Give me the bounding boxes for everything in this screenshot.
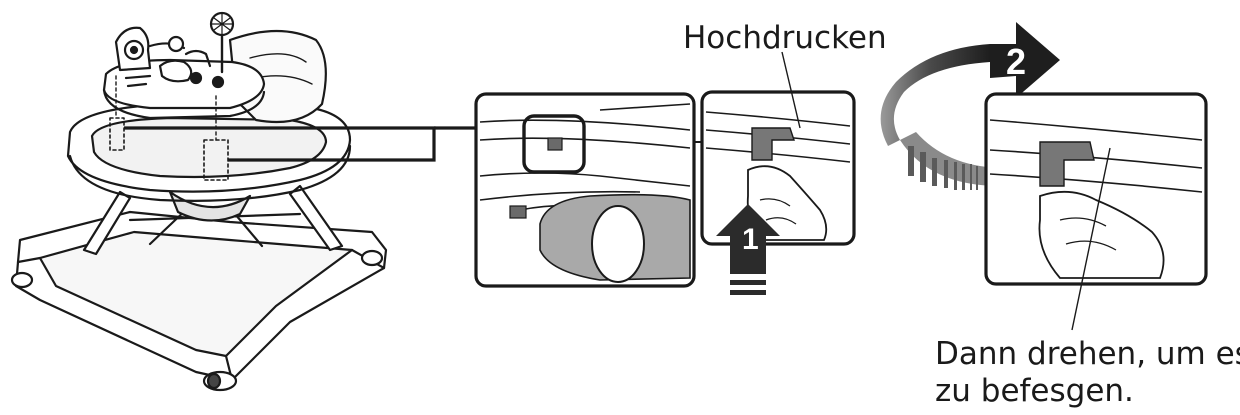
detail-highlight-box: [522, 114, 586, 174]
clip-part-rotated: [1039, 141, 1095, 187]
arrow-step-1: [716, 204, 780, 295]
walker-legs: [82, 184, 344, 256]
step-number-1: 1: [742, 223, 759, 256]
detail-panel-rotate: [984, 92, 1208, 331]
step-number-2: 2: [1006, 41, 1027, 82]
label-turn-to-fasten: Dann drehen, um es zu befesgen.: [935, 336, 1240, 410]
arrow-step-2: [874, 14, 1060, 197]
indicator-box-left: [109, 117, 125, 151]
wheel-left: [10, 271, 34, 289]
wheel-right: [360, 249, 384, 267]
hand-rotate: [1038, 190, 1165, 279]
label-turn-line-2: zu befesgen.: [935, 373, 1134, 410]
clip-part: [751, 127, 795, 161]
baby-walker-illustration: [10, 11, 388, 392]
label-push-up: Hochdrucken: [683, 20, 887, 56]
detail-panel-push-up: [700, 51, 856, 246]
detail-panel-tray: [474, 92, 696, 288]
label-turn-line-1: Dann drehen, um es: [935, 336, 1240, 372]
